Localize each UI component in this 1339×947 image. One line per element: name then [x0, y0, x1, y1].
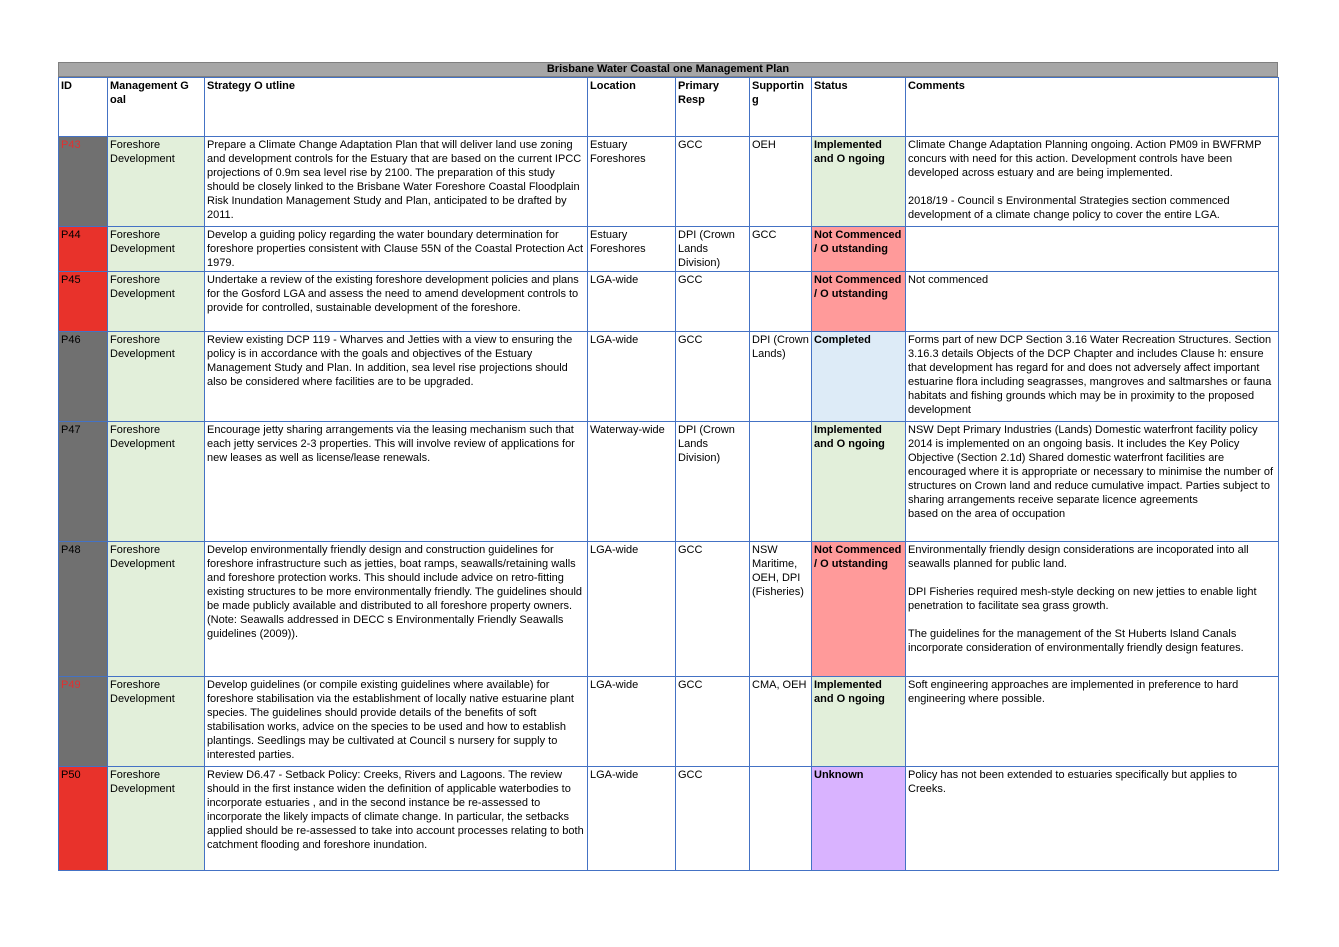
table-row: P48 Foreshore Development Develop enviro…	[58, 541, 1279, 677]
row-location: Estuary Foreshores	[587, 136, 676, 227]
row-supporting: GCC	[749, 226, 812, 272]
header-goal: Management G oal	[107, 77, 205, 137]
row-status: Not Commenced / O utstanding	[811, 541, 906, 677]
row-comments: NSW Dept Primary Industries (Lands) Dome…	[905, 421, 1279, 542]
row-goal: Foreshore Development	[107, 271, 205, 332]
row-location: LGA-wide	[587, 766, 676, 871]
row-primary: GCC	[675, 271, 750, 332]
row-primary: GCC	[675, 676, 750, 767]
row-supporting: OEH	[749, 136, 812, 227]
row-id: P44	[58, 226, 108, 272]
row-status: Not Commenced / O utstanding	[811, 226, 906, 272]
row-strategy: Undertake a review of the existing fores…	[204, 271, 588, 332]
table-row: P47 Foreshore Development Encourage jett…	[58, 421, 1279, 542]
row-comments: Soft engineering approaches are implemen…	[905, 676, 1279, 767]
table-row: P49 Foreshore Development Develop guidel…	[58, 676, 1279, 767]
table-header-row: ID Management G oal Strategy O utline Lo…	[58, 77, 1279, 137]
row-goal: Foreshore Development	[107, 421, 205, 542]
plan-title: Brisbane Water Coastal one Management Pl…	[58, 62, 1278, 77]
row-goal: Foreshore Development	[107, 331, 205, 422]
row-status: Implemented and O ngoing	[811, 421, 906, 542]
table-row: P44 Foreshore Development Develop a guid…	[58, 226, 1279, 272]
row-goal: Foreshore Development	[107, 226, 205, 272]
header-primary: Primary Resp	[675, 77, 750, 137]
row-primary: DPI (Crown Lands Division)	[675, 226, 750, 272]
table-row: P50 Foreshore Development Review D6.47 -…	[58, 766, 1279, 871]
header-status: Status	[811, 77, 906, 137]
header-strategy: Strategy O utline	[204, 77, 588, 137]
row-supporting: DPI (Crown Lands)	[749, 331, 812, 422]
row-location: Estuary Foreshores	[587, 226, 676, 272]
row-comments: Forms part of new DCP Section 3.16 Water…	[905, 331, 1279, 422]
row-id: P49	[58, 676, 108, 767]
row-goal: Foreshore Development	[107, 676, 205, 767]
row-supporting	[749, 271, 812, 332]
row-id: P45	[58, 271, 108, 332]
row-location: LGA-wide	[587, 331, 676, 422]
row-primary: GCC	[675, 331, 750, 422]
row-primary: DPI (Crown Lands Division)	[675, 421, 750, 542]
row-id: P50	[58, 766, 108, 871]
row-status: Unknown	[811, 766, 906, 871]
row-location: LGA-wide	[587, 676, 676, 767]
strategy-table: ID Management G oal Strategy O utline Lo…	[58, 77, 1279, 871]
row-supporting: CMA, OEH	[749, 676, 812, 767]
row-status: Completed	[811, 331, 906, 422]
row-strategy: Prepare a Climate Change Adaptation Plan…	[204, 136, 588, 227]
row-goal: Foreshore Development	[107, 136, 205, 227]
row-goal: Foreshore Development	[107, 766, 205, 871]
row-primary: GCC	[675, 541, 750, 677]
row-id: P46	[58, 331, 108, 422]
row-id: P47	[58, 421, 108, 542]
row-supporting: NSW Maritime, OEH, DPI (Fisheries)	[749, 541, 812, 677]
row-goal: Foreshore Development	[107, 541, 205, 677]
row-location: Waterway-wide	[587, 421, 676, 542]
header-comments: Comments	[905, 77, 1279, 137]
row-comments	[905, 226, 1279, 272]
row-id: P48	[58, 541, 108, 677]
row-strategy: Develop a guiding policy regarding the w…	[204, 226, 588, 272]
header-id: ID	[58, 77, 108, 137]
row-location: LGA-wide	[587, 541, 676, 677]
table-row: P43 Foreshore Development Prepare a Clim…	[58, 136, 1279, 227]
table-row: P46 Foreshore Development Review existin…	[58, 331, 1279, 422]
row-comments: Climate Change Adaptation Planning ongoi…	[905, 136, 1279, 227]
row-status: Implemented and O ngoing	[811, 136, 906, 227]
header-location: Location	[587, 77, 676, 137]
row-strategy: Develop guidelines (or compile existing …	[204, 676, 588, 767]
row-status: Not Commenced / O utstanding	[811, 271, 906, 332]
row-supporting	[749, 766, 812, 871]
row-supporting	[749, 421, 812, 542]
row-strategy: Review existing DCP 119 - Wharves and Je…	[204, 331, 588, 422]
row-strategy: Develop environmentally friendly design …	[204, 541, 588, 677]
row-status: Implemented and O ngoing	[811, 676, 906, 767]
row-comments: Not commenced	[905, 271, 1279, 332]
header-supporting: Supportin g	[749, 77, 812, 137]
row-comments: Policy has not been extended to estuarie…	[905, 766, 1279, 871]
row-location: LGA-wide	[587, 271, 676, 332]
row-strategy: Review D6.47 - Setback Policy: Creeks, R…	[204, 766, 588, 871]
row-primary: GCC	[675, 766, 750, 871]
row-comments: Environmentally friendly design consider…	[905, 541, 1279, 677]
table-row: P45 Foreshore Development Undertake a re…	[58, 271, 1279, 332]
row-primary: GCC	[675, 136, 750, 227]
row-id: P43	[58, 136, 108, 227]
row-strategy: Encourage jetty sharing arrangements via…	[204, 421, 588, 542]
management-plan-sheet: Brisbane Water Coastal one Management Pl…	[58, 62, 1279, 871]
